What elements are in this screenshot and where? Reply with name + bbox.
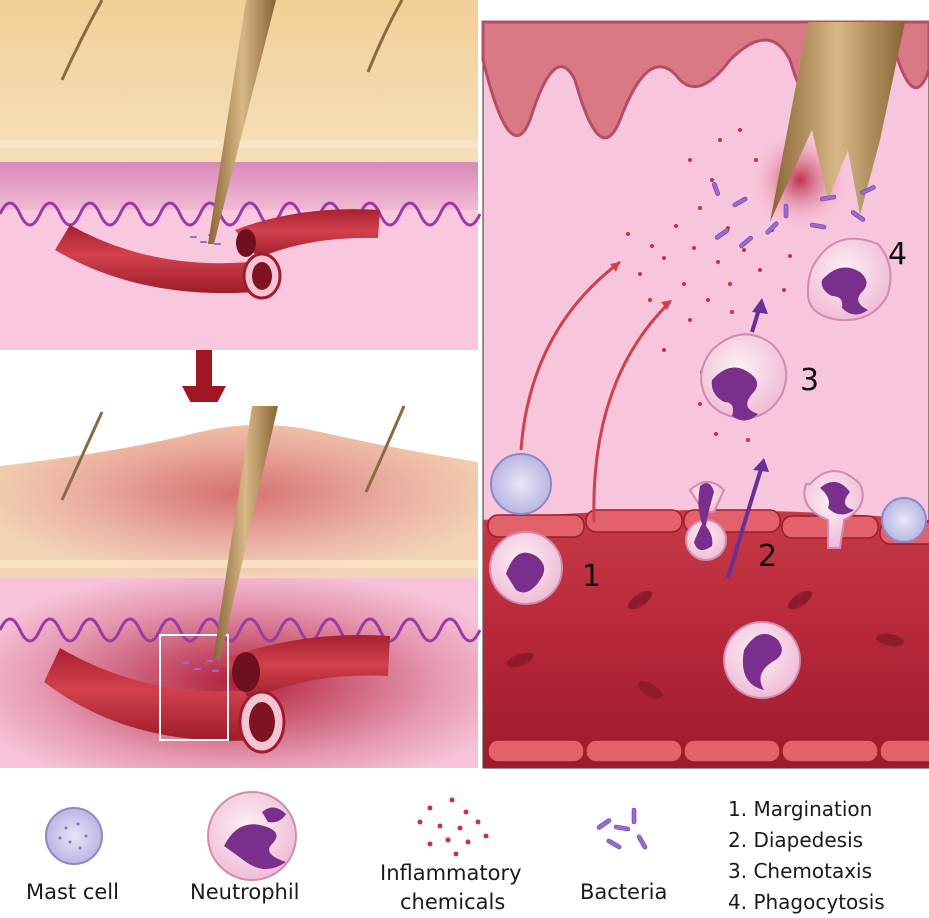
mast-cell-icon (45, 807, 103, 865)
panel-zoom: 1 2 3 4 (481, 20, 929, 769)
legend: Mast cell Neutrophil Inflammatory chemic… (26, 791, 885, 914)
neutrophil (489, 237, 892, 699)
step-1-label: 1. Margination (728, 797, 872, 821)
legend-bacteria-label: Bacteria (580, 880, 667, 904)
step-2-label: 2. Diapedesis (728, 828, 863, 852)
legend-inflammatory-line1: Inflammatory (380, 861, 522, 885)
step-number-2: 2 (758, 539, 777, 574)
zoom-box (159, 634, 229, 741)
step-number-4: 4 (888, 237, 907, 272)
legend-inflammatory-line2: chemicals (400, 890, 505, 914)
step-number-1: 1 (582, 559, 601, 594)
step-number-3: 3 (800, 363, 819, 398)
bacteria-icon (596, 807, 648, 850)
panel-injury (0, 0, 482, 350)
neutrophil-icon (207, 791, 297, 881)
panel-swelling (0, 402, 482, 768)
thorn-icon (208, 0, 276, 244)
mast-cell (490, 453, 927, 543)
step-4-label: 4. Phagocytosis (728, 890, 885, 914)
legend-neutrophil-label: Neutrophil (190, 880, 300, 904)
legend-mast-cell-label: Mast cell (26, 880, 119, 904)
steps-list: 1. Margination 2. Diapedesis 3. Chemotax… (728, 797, 885, 914)
chemicals-icon (417, 797, 489, 857)
step-3-label: 3. Chemotaxis (728, 859, 872, 883)
